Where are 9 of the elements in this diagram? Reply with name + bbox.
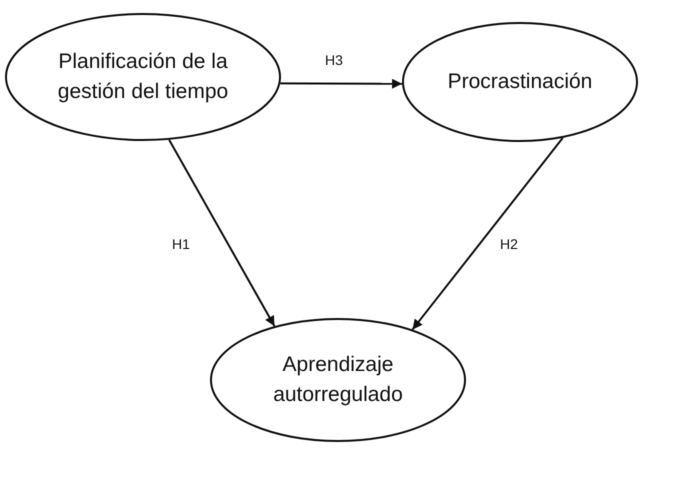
- arrow: [412, 137, 564, 330]
- node-label: Aprendizaje autorregulado: [272, 352, 404, 408]
- node-label: Planificación de la gestión del tiempo: [56, 49, 230, 105]
- edge-label: H2: [498, 236, 520, 252]
- edge-label: H3: [323, 52, 345, 68]
- arrow: [280, 78, 402, 89]
- arrow: [168, 139, 276, 327]
- edge-label: H1: [170, 236, 192, 252]
- node-label: Procrastinación: [448, 69, 592, 95]
